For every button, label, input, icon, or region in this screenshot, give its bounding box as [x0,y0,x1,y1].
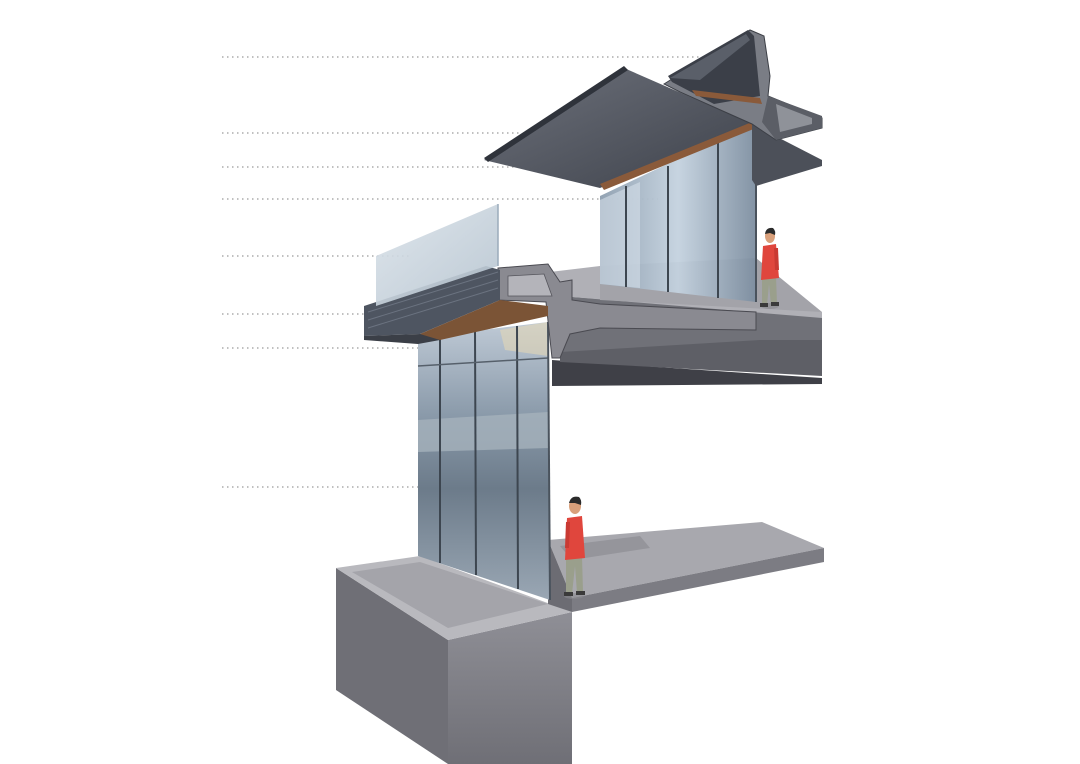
lower-glass-sky-glow [500,322,548,356]
upper-glass-curtain-wall [600,122,757,302]
upper-glass-highlight [600,182,640,288]
lower-transom [417,357,549,367]
lower-glass-curtain-wall [417,321,551,601]
foundation-top-recess [352,562,548,628]
person-lower-torso [565,516,585,560]
roof-gutter-inner [776,104,812,132]
mid-slab-underside [552,360,822,386]
roof-top-panel-highlight [670,34,750,80]
concrete-foundation [336,556,572,764]
cladding-line-1 [367,271,499,313]
person-lower-hair [569,496,582,505]
roof-canopy [484,29,823,190]
person-lower-floor [564,496,585,599]
glass-balustrade [376,204,499,306]
ground-slab-edge-front [572,548,824,612]
person-lower-shoe-right [576,591,585,595]
person-upper-legs [762,276,777,305]
person-upper-floor [760,227,779,309]
foundation-front-face [448,612,572,764]
roof-edge [484,66,628,162]
foundation-left-face [336,568,448,764]
person-upper-shoe-right [771,302,779,306]
ground-floor-slab [548,522,824,612]
person-upper-shoe-left [760,303,768,307]
roof-soffit [484,68,752,188]
person-upper-arm [774,248,779,270]
edge-wood-trim [420,300,548,340]
roof-wood-fascia [600,122,756,190]
glass-balustrade-panel [376,204,498,306]
slab-section-cut-inner [507,273,553,297]
person-upper-hair [765,227,776,235]
person-lower-legs [566,556,583,594]
person-lower-shoe-left [564,592,573,596]
person-lower-arm [565,522,570,548]
slab-section-cut [497,263,757,359]
lower-mullion-3 [516,325,519,590]
lower-mullion-2 [474,330,477,576]
roof-ceiling-plane [752,124,822,186]
lower-glass-reflection [418,412,549,452]
lower-glass-panels [418,322,550,600]
cladding-line-3 [367,287,499,329]
roof-sill-wood [692,90,762,104]
cladding-line-2 [367,279,499,321]
mid-slab-soffit [560,320,822,376]
lower-glass-edge [547,321,551,601]
edge-beam-underside [364,334,440,344]
